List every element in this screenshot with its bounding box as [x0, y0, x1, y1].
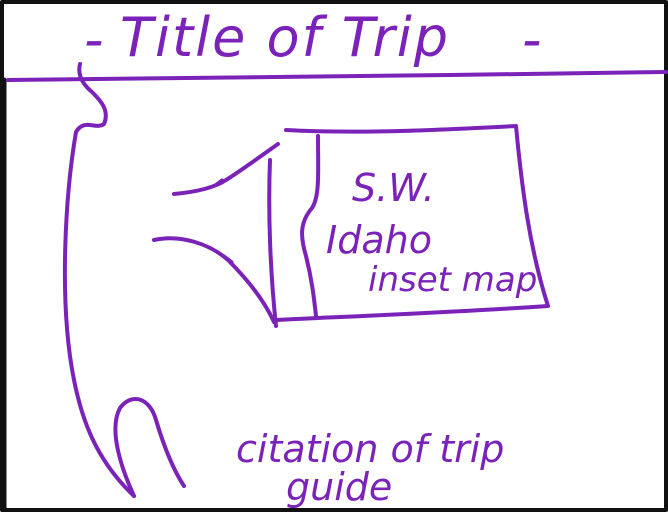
header-divider-line: [6, 70, 668, 82]
idaho-outline-west: [267, 158, 278, 328]
inset-map-inner-border: [300, 134, 321, 318]
inset-map-label-line3: inset map: [368, 260, 538, 300]
idaho-outline-bottom: [152, 236, 276, 324]
inset-map-frame: [274, 124, 550, 322]
title-dash-right: -: [522, 8, 542, 71]
idaho-tick: [212, 178, 234, 264]
citation-pointer-tail: [113, 396, 186, 498]
idaho-outline-top: [172, 142, 280, 196]
citation-pointer-line: [62, 62, 136, 498]
title-dash-left: -: [84, 8, 104, 71]
citation-label-line2: guide: [286, 465, 393, 509]
inset-map-label-line2: Idaho: [326, 218, 432, 262]
inset-map-label-line1: S.W.: [352, 166, 435, 210]
page-title: Title of Trip: [120, 6, 451, 69]
citation-label-line1: citation of trip: [236, 427, 505, 471]
